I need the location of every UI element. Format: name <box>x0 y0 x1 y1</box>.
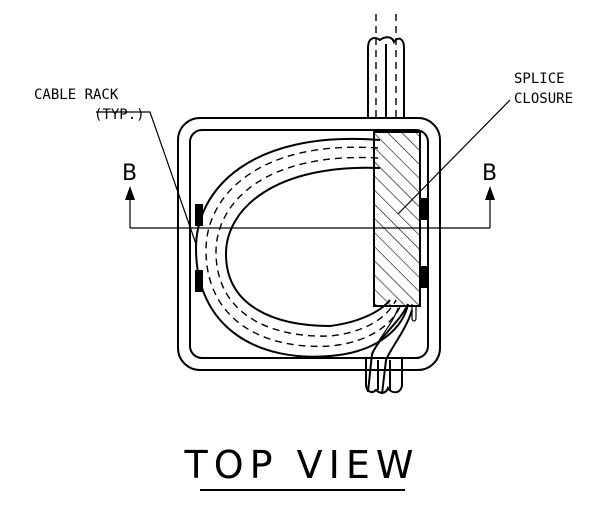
section-arrow-left-icon <box>125 186 135 200</box>
splice-closure-label-line1: SPLICE <box>514 71 565 87</box>
leader-lines <box>96 99 511 245</box>
cable-rack-right-lower <box>420 266 428 288</box>
section-arrow-right-icon <box>485 186 495 200</box>
section-label-left: B <box>122 161 137 186</box>
cable-loop <box>194 137 417 395</box>
splice-closure-label-line2: CLOSURE <box>514 91 573 107</box>
view-title: TOP VIEW <box>184 443 420 487</box>
callouts: CABLE RACK (TYP.) SPLICE CLOSURE <box>34 71 573 123</box>
section-label-right: B <box>482 161 497 186</box>
cable-rack-right-upper <box>420 198 428 220</box>
cable-rack-label-line1: CABLE RACK <box>34 87 119 103</box>
cable-rack-label-line2: (TYP.) <box>94 107 145 123</box>
view-title-group: TOP VIEW <box>184 443 420 491</box>
cable-rack-left-upper <box>195 204 203 226</box>
vault-outline <box>177 117 441 371</box>
cable-racks <box>195 198 428 292</box>
cable-rack-left-lower <box>195 270 203 292</box>
incoming-cable-top <box>367 14 405 120</box>
splice-closure <box>373 131 421 307</box>
